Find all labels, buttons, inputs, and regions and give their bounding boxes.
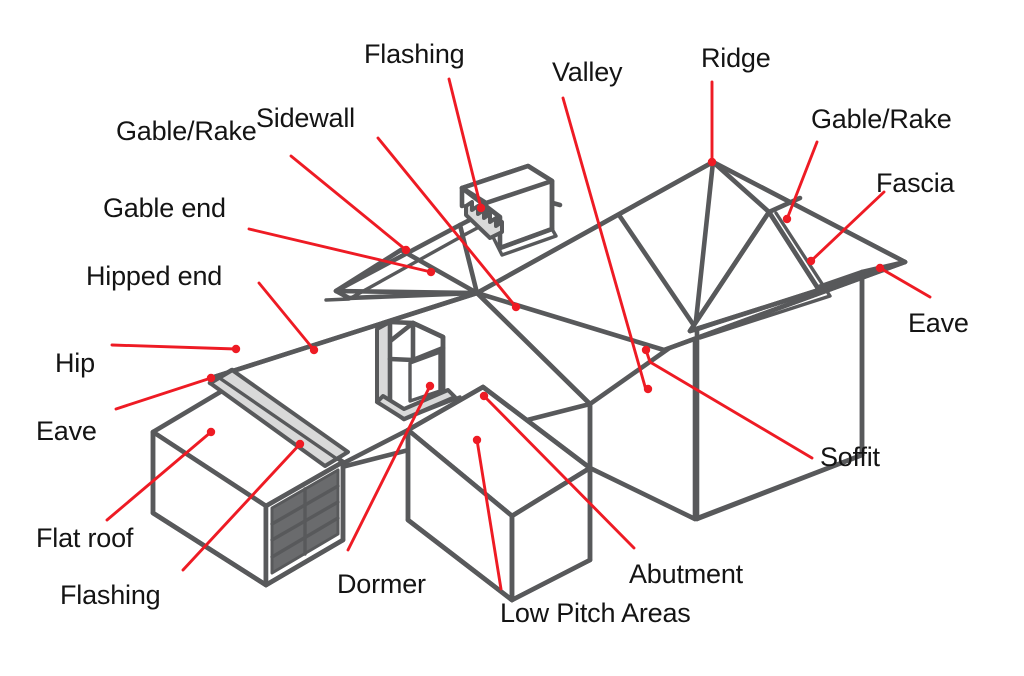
- label-low-pitch-areas: Low Pitch Areas: [500, 598, 691, 628]
- right-gable-rake-offset: [698, 211, 832, 340]
- valley-line: [616, 212, 700, 333]
- right-gable-bottom: [687, 287, 822, 334]
- label-gable-rake-right: Gable/Rake: [811, 104, 952, 134]
- leader-low-pitch: [475, 438, 503, 591]
- label-gable-rake-left: Gable/Rake: [116, 116, 257, 146]
- dormer-face-edge: [387, 345, 446, 363]
- garage-bottom-right: [263, 537, 346, 588]
- garage-door-panel-row-2: [270, 500, 340, 542]
- label-eave-left: Eave: [36, 416, 97, 446]
- left-gable-lower-edge: [346, 290, 480, 301]
- label-hipped-end: Hipped end: [86, 261, 223, 291]
- leader-gable-end: [247, 227, 433, 274]
- dormer-apron-line: [402, 395, 462, 421]
- leader-flashing-chimney: [447, 77, 483, 210]
- leader-gable-rake-left: [289, 154, 408, 252]
- leader-gable-rake-right-tip-dot: [782, 214, 792, 224]
- leader-low-pitch-tip-dot: [472, 435, 482, 445]
- garage-door-panel-row-1: [270, 484, 340, 526]
- left-gable-valley: [457, 222, 480, 296]
- leader-soffit: [644, 348, 814, 460]
- leader-flashing-chimney-tip-dot: [476, 203, 486, 213]
- leader-dormer-tip-dot: [425, 381, 435, 391]
- leader-eave-right: [878, 266, 932, 299]
- right-gable-valley-left: [710, 159, 772, 215]
- leader-ridge-tip-dot: [707, 157, 717, 167]
- wing-bottom-right: [509, 557, 593, 603]
- house-main-structure: [474, 159, 908, 522]
- label-flashing-chimney: Flashing: [364, 39, 465, 69]
- leader-gable-rake-right: [785, 140, 819, 221]
- leader-fascia-tip-dot: [806, 256, 816, 266]
- leader-sidewall-tip-dot: [511, 302, 521, 312]
- dormer-assembly: [375, 319, 462, 422]
- chimney-apron: [492, 227, 558, 257]
- label-eave-right: Eave: [908, 308, 969, 338]
- label-soffit: Soffit: [820, 442, 880, 472]
- leader-fascia: [809, 190, 886, 263]
- right-gable-rake-left: [687, 209, 772, 334]
- chimney-assembly: [459, 163, 558, 257]
- leader-flashing-flat-tip-dot: [295, 439, 305, 449]
- leader-flat-roof-tip-dot: [206, 427, 216, 437]
- leader-eave-right-tip-dot: [875, 263, 885, 273]
- leader-gable-rake-left-tip-dot: [401, 245, 411, 255]
- leader-eave-left: [114, 376, 213, 411]
- leader-hip-tip-dot: [231, 344, 241, 354]
- label-hip: Hip: [55, 348, 95, 378]
- garage-door-panel-row-3: [270, 516, 340, 559]
- chimney-step-flashing: [464, 200, 504, 240]
- leader-hip: [110, 343, 238, 351]
- leader-soffit-tip-dot: [641, 345, 651, 355]
- leader-sidewall: [376, 136, 518, 309]
- chimney-base-shadow: [497, 226, 555, 251]
- leader-gable-end-tip-dot: [426, 267, 436, 277]
- label-dormer: Dormer: [337, 569, 426, 599]
- flashing-strip-inner: [219, 377, 339, 461]
- label-flashing-flat: Flashing: [60, 580, 161, 610]
- label-flat-roof: Flat roof: [36, 523, 134, 553]
- leader-eave-left-tip-dot: [206, 373, 216, 383]
- front-long-wall: [587, 327, 698, 522]
- leader-flashing-flat: [181, 442, 302, 572]
- dormer-roof-left: [387, 319, 416, 326]
- hip-line: [208, 290, 480, 381]
- callout-leader-lines: [105, 77, 932, 591]
- wing-bottom-left: [405, 517, 515, 603]
- garage-flat-roof-extension: [150, 367, 350, 588]
- right-gable-rake-right: [766, 209, 822, 293]
- leader-abutment: [482, 394, 636, 550]
- label-sidewall: Sidewall: [256, 103, 355, 133]
- left-gable-rake-down: [333, 288, 352, 301]
- right-wall-bottom: [694, 452, 865, 522]
- left-gable-face: [333, 247, 480, 296]
- dormer-roof-right: [410, 320, 446, 340]
- left-gable-rake-up: [333, 222, 463, 294]
- sidewall-edge-1: [474, 290, 593, 407]
- leader-flat-roof: [105, 430, 213, 522]
- low-pitch-upper-edge: [405, 384, 486, 433]
- leader-hipped-end-tip-dot: [309, 345, 319, 355]
- dormer-window: [408, 350, 442, 403]
- label-valley: Valley: [552, 57, 623, 87]
- leader-abutment-tip-dot: [479, 391, 489, 401]
- low-pitch-right-edge: [480, 384, 593, 471]
- leader-hipped-end: [257, 281, 316, 352]
- label-abutment: Abutment: [629, 559, 743, 589]
- label-gable-end: Gable end: [103, 193, 226, 223]
- leader-dormer: [346, 384, 432, 552]
- leader-valley-tip-dot: [643, 384, 653, 394]
- garage-bottom-left: [150, 510, 269, 588]
- label-ridge: Ridge: [701, 43, 771, 73]
- label-fascia: Fascia: [876, 168, 955, 198]
- ridge-line: [474, 159, 716, 296]
